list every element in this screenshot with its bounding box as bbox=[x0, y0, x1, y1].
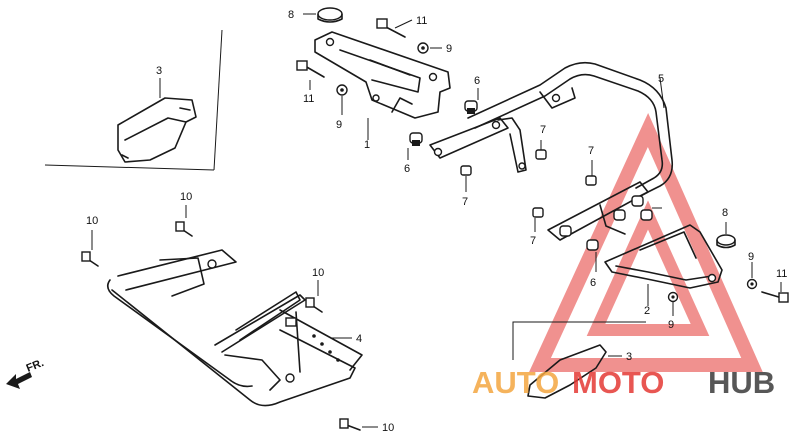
stay-plate bbox=[429, 117, 527, 173]
bolt-10-b bbox=[81, 230, 99, 267]
callout-1: 1 bbox=[364, 139, 370, 151]
cap-8-right bbox=[716, 222, 736, 249]
callout-10-c: 10 bbox=[312, 267, 324, 279]
front-label: FR. bbox=[25, 357, 46, 375]
callout-11-right: 11 bbox=[776, 268, 787, 280]
cap-8-top bbox=[303, 7, 343, 23]
washer-9-top bbox=[417, 42, 442, 54]
callout-7-c: 7 bbox=[588, 145, 594, 157]
callout-8-right: 8 bbox=[722, 207, 728, 219]
callout-10-a: 10 bbox=[180, 191, 192, 203]
bolt-11-right bbox=[761, 282, 789, 303]
callout-3-lower: 3 bbox=[626, 351, 632, 363]
part-3-upper-block bbox=[44, 29, 223, 171]
washer-9-left bbox=[336, 84, 348, 115]
watermark-auto: AUTO bbox=[472, 365, 559, 400]
callout-7-b: 7 bbox=[462, 196, 468, 208]
bolt-11-left bbox=[296, 60, 325, 90]
part-2-plate bbox=[604, 224, 723, 306]
bolt-10-a bbox=[175, 205, 193, 237]
callout-5: 5 bbox=[658, 73, 664, 85]
callout-2: 2 bbox=[644, 305, 650, 317]
bolt-11-top bbox=[376, 18, 413, 38]
front-arrow: FR. bbox=[6, 357, 46, 389]
callout-6-b: 6 bbox=[404, 163, 410, 175]
watermark-text: AUTO MOTO HUB bbox=[472, 365, 775, 400]
bolt-7-d bbox=[532, 207, 544, 232]
callout-7-a: 7 bbox=[540, 124, 546, 136]
watermark-moto: MOTO bbox=[572, 365, 664, 400]
callout-9-top: 9 bbox=[446, 43, 452, 55]
callout-6-a: 6 bbox=[474, 75, 480, 87]
callout-8-top: 8 bbox=[288, 9, 294, 21]
callout-4: 4 bbox=[356, 333, 362, 345]
callouts: 8 11 9 3 1 11 9 6 5 6 7 7 7 7 10 10 6 8 … bbox=[86, 9, 787, 434]
watermark-hub: HUB bbox=[708, 365, 775, 400]
callout-10-b: 10 bbox=[86, 215, 98, 227]
part-3-lower bbox=[512, 321, 646, 399]
grommet-6-b bbox=[407, 132, 423, 160]
callout-10-d: 10 bbox=[382, 422, 394, 434]
callout-7-d: 7 bbox=[530, 235, 536, 247]
part-1-bracket bbox=[314, 31, 451, 140]
washer-9-right bbox=[746, 262, 758, 290]
callout-6-c: 6 bbox=[590, 277, 596, 289]
grommets-6-lower bbox=[559, 195, 662, 272]
callout-9-left: 9 bbox=[336, 119, 342, 131]
washer-9-lower bbox=[667, 291, 679, 316]
part-4-frame bbox=[106, 249, 363, 407]
grommet-6-a bbox=[464, 88, 479, 114]
part-5-frame bbox=[467, 61, 674, 241]
callout-11-top: 11 bbox=[416, 15, 427, 27]
bolt-7-a bbox=[535, 140, 547, 160]
bolt-10-d bbox=[339, 418, 378, 431]
callout-11-left: 11 bbox=[303, 93, 314, 105]
callout-9-lower: 9 bbox=[668, 319, 674, 331]
bolt-7-b bbox=[460, 165, 472, 192]
bolt-7-c bbox=[585, 160, 597, 186]
bolt-10-c bbox=[305, 280, 323, 313]
callout-3-upper: 3 bbox=[156, 65, 162, 77]
callout-9-right: 9 bbox=[748, 251, 754, 263]
